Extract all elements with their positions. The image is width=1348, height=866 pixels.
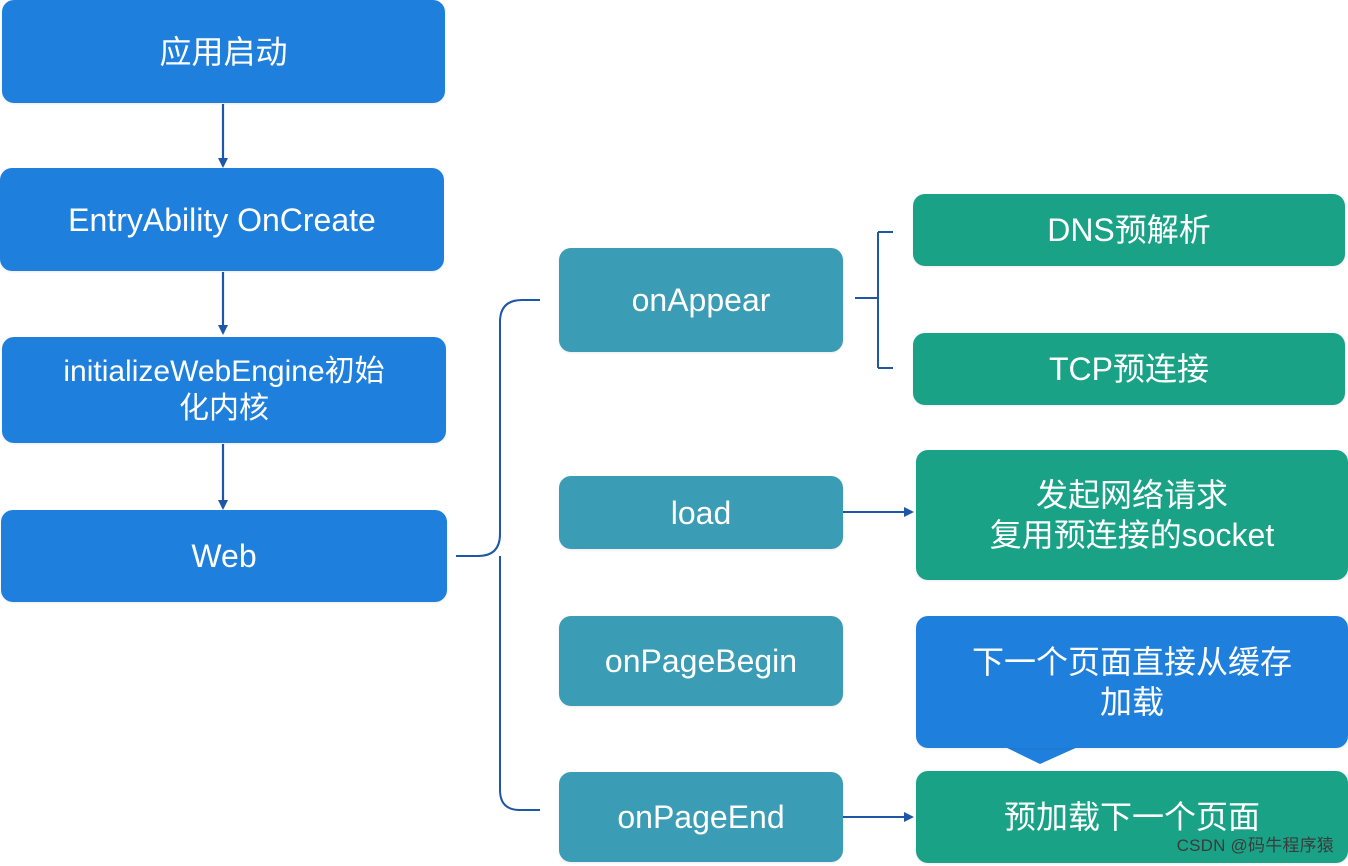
web-box: Web bbox=[1, 510, 447, 602]
init-engine-box: initializeWebEngine初始 化内核 bbox=[2, 337, 446, 443]
cache-box-pointer bbox=[1003, 746, 1080, 764]
dns-prefetch-box: DNS预解析 bbox=[913, 194, 1345, 266]
network-request-box: 发起网络请求 复用预连接的socket bbox=[916, 450, 1348, 580]
app-start-box: 应用启动 bbox=[2, 0, 445, 103]
tcp-preconnect-box: TCP预连接 bbox=[913, 333, 1345, 405]
watermark: CSDN @码牛程序猿 bbox=[1176, 836, 1334, 855]
load-box: load bbox=[559, 476, 843, 549]
entry-ability-box: EntryAbility OnCreate bbox=[0, 168, 444, 271]
preload-next-page-box: 预加载下一个页面 bbox=[916, 771, 1348, 863]
on-page-begin-box: onPageBegin bbox=[559, 616, 843, 706]
on-page-end-box: onPageEnd bbox=[559, 772, 843, 862]
brace-onappear-to-results bbox=[855, 231, 893, 369]
brace-web-to-lifecycle bbox=[456, 299, 540, 811]
next-page-cache-box: 下一个页面直接从缓存 加载 bbox=[916, 616, 1348, 748]
on-appear-box: onAppear bbox=[559, 248, 843, 352]
